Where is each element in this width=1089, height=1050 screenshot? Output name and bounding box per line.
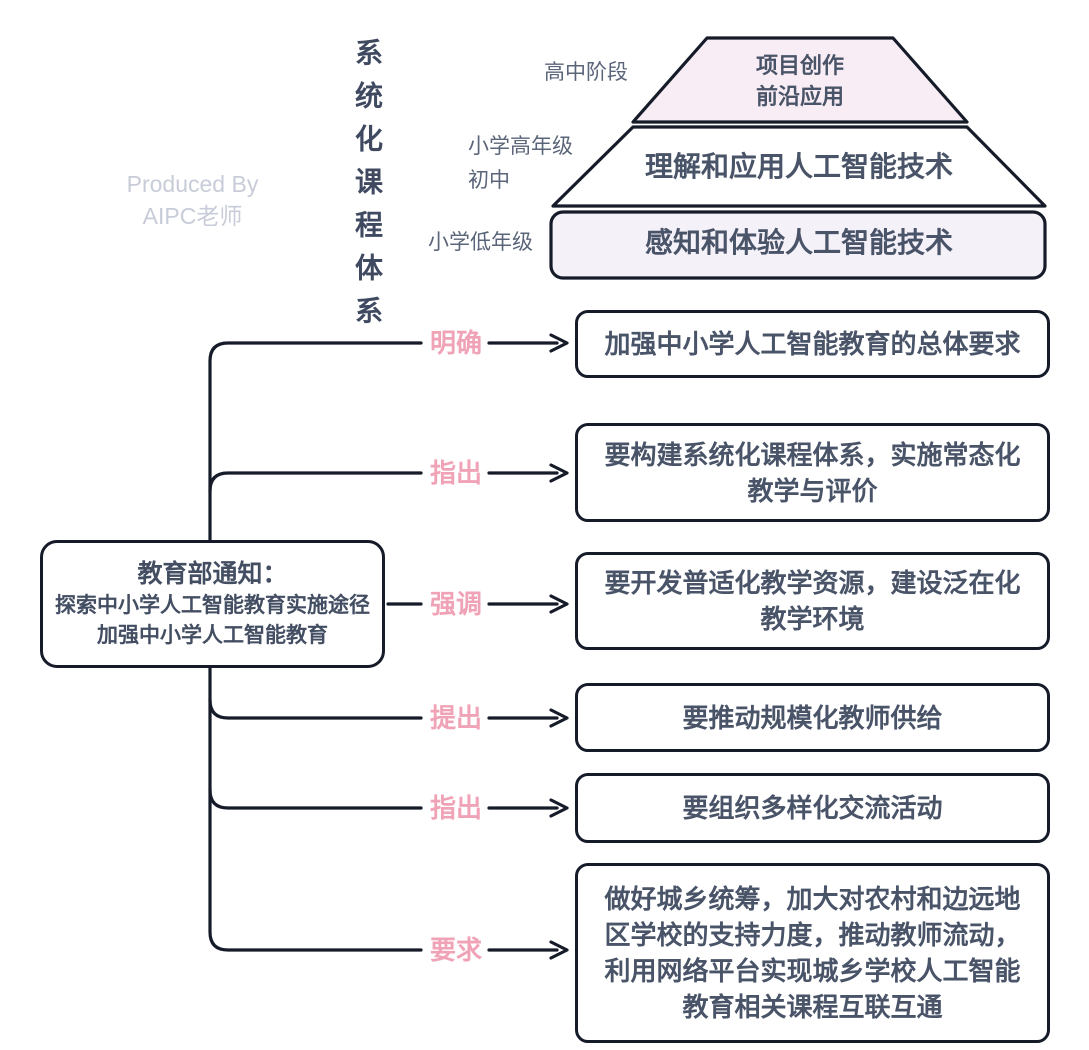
connector-branch-5 — [208, 788, 423, 810]
connector-branch-1 — [208, 341, 423, 542]
connector-branch-4 — [208, 698, 423, 720]
branch-box-3: 要开发普适化教学资源，建设泛在化 教学环境 — [575, 552, 1050, 650]
vertical-title: 系统化课程体系 — [352, 38, 383, 339]
arrow-branch-2 — [487, 463, 569, 483]
connector-branch-6 — [208, 666, 423, 952]
stage-label-upper-primary-middle: 小学高年级 初中 — [468, 135, 573, 192]
stage-label-lower-primary: 小学低年级 — [428, 231, 533, 254]
branch-verb-1: 明确 — [429, 328, 482, 358]
pyramid-top-shape — [631, 36, 969, 124]
pyramid-middle-shape — [551, 125, 1047, 208]
arrow-branch-5 — [487, 798, 569, 818]
branch-verb-4: 提出 — [429, 703, 482, 733]
branch-verb-5: 指出 — [429, 793, 482, 823]
branch-box-5: 要组织多样化交流活动 — [575, 773, 1050, 843]
watermark: Produced By AIPC老师 — [126, 171, 259, 229]
branch-box-4: 要推动规模化教师供给 — [575, 683, 1050, 752]
pyramid-top-label: 项目创作 前沿应用 — [755, 53, 844, 109]
root-notice-box: 教育部通知： 探索中小学人工智能教育实施途径 加强中小学人工智能教育 — [40, 540, 385, 668]
branch-box-1: 加强中小学人工智能教育的总体要求 — [575, 310, 1050, 378]
root-notice-title: 教育部通知： — [137, 560, 288, 588]
connector-branch-2 — [208, 471, 423, 493]
root-notice-line1: 探索中小学人工智能教育实施途径 — [55, 594, 370, 617]
pyramid-middle-label: 理解和应用人工智能技术 — [644, 151, 953, 182]
branch-verb-3: 强调 — [429, 589, 482, 619]
stage-label-high-school: 高中阶段 — [544, 61, 628, 84]
branch-verb-6: 要求 — [429, 935, 482, 965]
pyramid-bottom-label: 感知和体验人工智能技术 — [644, 227, 953, 258]
root-notice-line2: 加强中小学人工智能教育 — [97, 624, 328, 647]
branch-box-2: 要构建系统化课程体系，实施常态化 教学与评价 — [575, 423, 1050, 522]
branch-box-6: 做好城乡统筹，加大对农村和边远地 区学校的支持力度，推动教师流动， 利用网络平台… — [575, 863, 1050, 1043]
arrow-branch-3 — [487, 594, 569, 614]
arrow-branch-1 — [487, 333, 569, 353]
arrow-branch-4 — [487, 708, 569, 728]
pyramid-bottom-shape — [549, 210, 1047, 280]
arrow-branch-6 — [487, 940, 569, 960]
branch-verb-2: 指出 — [429, 458, 482, 488]
